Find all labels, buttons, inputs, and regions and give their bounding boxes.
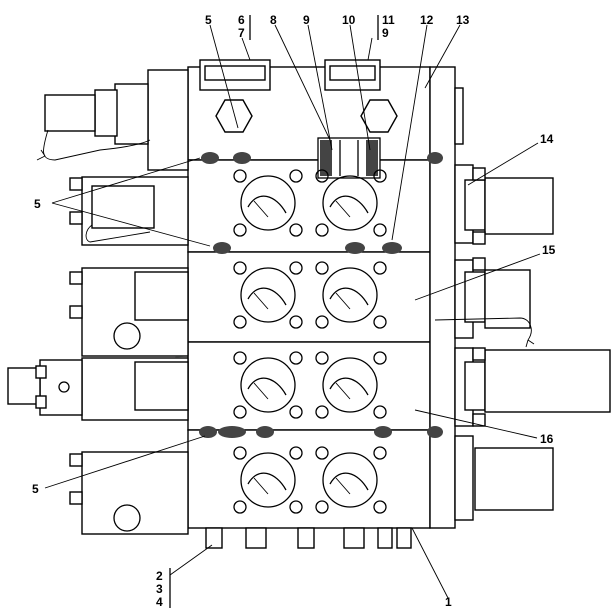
bolt-hole (373, 169, 387, 183)
label-4: 4 (156, 595, 163, 609)
label-10: 10 (342, 13, 356, 27)
label-3: 3 (156, 582, 163, 596)
callout-labels: 5 6 7 8 9 10 11 9 12 13 14 5 15 16 5 2 3… (32, 13, 556, 609)
bolt-hole (373, 315, 387, 329)
label-7: 7 (238, 26, 245, 40)
spool-arc (329, 377, 369, 396)
bolt-hole (373, 261, 387, 275)
bolt-hole (373, 446, 387, 460)
spool-arc (247, 287, 287, 306)
spool-window (322, 357, 378, 413)
seal-markers (199, 152, 443, 438)
spool-arc (329, 472, 369, 491)
spool-stroke (335, 382, 351, 400)
bolt-hole (315, 351, 329, 365)
label-12: 12 (420, 13, 434, 27)
label-9-a: 9 (303, 13, 310, 27)
spool-stroke (253, 292, 269, 310)
spool-arc (247, 377, 287, 396)
right-side-plate (429, 66, 456, 529)
label-5-left: 5 (34, 197, 41, 211)
spool-arc (247, 472, 287, 491)
spool-window (240, 452, 296, 508)
spool-stroke (335, 477, 351, 495)
bottom-section (187, 429, 431, 529)
bolt-hole (233, 351, 247, 365)
spool-window (322, 452, 378, 508)
bottom-plugs (205, 527, 412, 549)
bolt-hole (233, 405, 247, 419)
bolt-hole (289, 351, 303, 365)
spool-window (322, 267, 378, 323)
bolt-hole (233, 169, 247, 183)
bolt-hole (373, 405, 387, 419)
bolt-hole (315, 261, 329, 275)
bolt-hole (315, 223, 329, 237)
label-5-top: 5 (205, 13, 212, 27)
bolt-hole (315, 500, 329, 514)
bolt-hole (373, 500, 387, 514)
bolt-hole (289, 500, 303, 514)
leader-lines (44, 15, 541, 608)
left-attachments (7, 69, 189, 535)
top-fittings (199, 59, 398, 179)
spool-stroke (253, 382, 269, 400)
label-16: 16 (540, 432, 554, 446)
section-3 (187, 341, 431, 431)
label-2: 2 (156, 569, 163, 583)
bolt-hole (289, 446, 303, 460)
spool-windows (233, 169, 387, 514)
valve-body (187, 66, 456, 529)
spool-arc (247, 195, 287, 214)
right-attachments (434, 87, 611, 521)
bolt-hole (289, 223, 303, 237)
spool-window (240, 357, 296, 413)
label-14: 14 (540, 132, 554, 146)
bolt-hole (373, 223, 387, 237)
bolt-hole (233, 223, 247, 237)
spool-stroke (335, 200, 351, 218)
spool-stroke (253, 200, 269, 218)
label-8: 8 (270, 13, 277, 27)
bolt-hole (289, 261, 303, 275)
bolt-hole (289, 169, 303, 183)
section-1 (187, 159, 431, 253)
bolt-hole (233, 261, 247, 275)
bolt-hole (289, 315, 303, 329)
spool-window (240, 175, 296, 231)
spool-stroke (253, 477, 269, 495)
spool-window (322, 175, 378, 231)
label-6: 6 (238, 13, 245, 27)
spool-arc (329, 195, 369, 214)
label-15: 15 (542, 243, 556, 257)
label-5-bottom: 5 (32, 482, 39, 496)
bolt-hole (315, 315, 329, 329)
bolt-hole (315, 405, 329, 419)
bolt-hole (289, 405, 303, 419)
bolt-hole (315, 169, 329, 183)
label-13: 13 (456, 13, 470, 27)
bolt-hole (233, 446, 247, 460)
spool-stroke (335, 292, 351, 310)
bolt-hole (373, 351, 387, 365)
section-2 (187, 251, 431, 343)
spool-window (240, 267, 296, 323)
label-11: 11 (382, 13, 395, 27)
spool-arc (329, 287, 369, 306)
bolt-hole (233, 500, 247, 514)
bolt-hole (233, 315, 247, 329)
bolt-hole (315, 446, 329, 460)
label-1: 1 (445, 595, 452, 609)
label-9-b: 9 (382, 26, 389, 40)
